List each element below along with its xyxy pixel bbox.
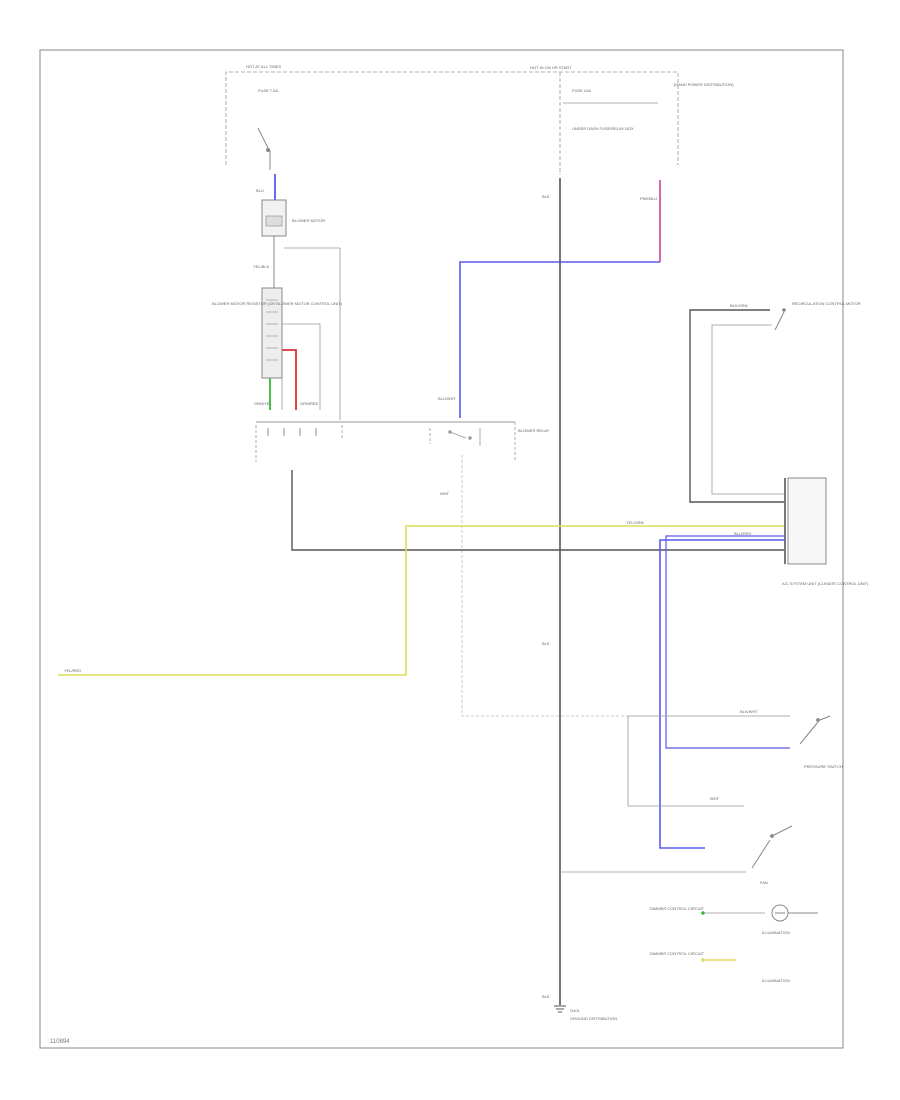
blu-wht-code: BLU/WHT <box>438 396 457 401</box>
ac-control-unit-label: A/C SYSTEM UNIT (CLIMATE CONTROL UNIT) <box>782 581 869 586</box>
illumination-1-label: ILLUMINATION <box>762 930 790 935</box>
recirc-switch-icon <box>774 308 786 331</box>
blk-grn-code: BLK/GRN <box>730 303 748 308</box>
pressure-switch-label: PRESSURE SWITCH <box>804 764 843 769</box>
wht-1-code: WHT <box>440 491 450 496</box>
fan-switch-icon <box>751 825 793 869</box>
wht-2-code: WHT <box>710 796 720 801</box>
recirc-wire-outer <box>689 309 785 503</box>
upper-right-fuse-label: FUSE 10A <box>572 88 591 93</box>
connector-dot-1 <box>701 911 705 915</box>
top-fuse-label: FUSE 7.5A <box>258 88 278 93</box>
yel-grn-code: YEL/GRN <box>626 520 644 525</box>
blower-relay-label: BLOWER RELAY <box>518 428 550 433</box>
blk-wht-code: BLK/WHT <box>740 709 758 714</box>
diagram-id: 110894 <box>50 1039 70 1045</box>
top-power-bus <box>225 71 679 175</box>
yel-wire <box>58 525 785 676</box>
grn-yel-code: GRN/YEL <box>254 401 272 406</box>
red-wire <box>282 349 297 410</box>
ac-control-unit <box>787 477 827 565</box>
blu-wire-ac-inner <box>665 535 790 749</box>
recirc-wire-inner <box>711 324 785 495</box>
relay-to-pressure-dashed <box>461 455 630 717</box>
fan-switch-label: FAN <box>760 880 768 885</box>
dimmer-1-label: DIMMER CONTROL CIRCUIT <box>650 906 705 911</box>
resistor-tap-wire <box>282 323 321 410</box>
blu-wire-relay-feed <box>459 261 660 418</box>
blower-resistor-label: BLOWER MOTOR RESISTOR (OR BLOWER MOTOR C… <box>212 301 343 306</box>
yel-red-code: YEL/RED <box>64 668 81 673</box>
blk-main-code: BLK <box>542 194 550 199</box>
illumination-2-label: ILLUMINATION <box>762 978 790 983</box>
pnk-blu-code: PNK/BLU <box>640 196 657 201</box>
blower-motor <box>261 199 287 237</box>
fan-stub-wire <box>627 716 744 807</box>
recirc-control-label: RECIRCULATION CONTROL MOTOR <box>792 301 861 306</box>
connector-dot-2 <box>701 958 705 962</box>
blower-relay <box>429 422 516 462</box>
fan-switch-contacts <box>267 428 317 436</box>
blk-wire-to-ac <box>291 470 785 551</box>
hot-in-on-or-start-label: HOT IN ON OR START <box>530 65 572 70</box>
blower-resistor <box>261 287 283 379</box>
blu-red-code: BLU/RED <box>734 531 751 536</box>
hot-at-all-times-label: HOT AT ALL TIMES <box>246 64 281 69</box>
illumination-bulb-icon <box>771 904 818 922</box>
fan-switch-connector <box>255 425 343 462</box>
blower-motor-label: BLOWER MOTOR <box>292 218 325 223</box>
pressure-switch-icon <box>799 715 831 745</box>
dimmer-2-label: DIMMER CONTROL CIRCUIT <box>650 951 705 956</box>
top-fuse-icon <box>257 127 271 170</box>
ground-note: GROUND DISTRIBUTION <box>570 1016 617 1021</box>
blk-bottom-code: BLK <box>542 994 550 999</box>
diagram-frame <box>39 49 844 1049</box>
dash-fuse-box-label: UNDER DASH FUSE/RELAY BOX <box>572 126 634 131</box>
ground-icon <box>554 1005 566 1013</box>
hand-power-label: (HAND POWER DISTRIBUTION) <box>674 82 734 87</box>
yel-blk-1-code: YEL/BLK <box>253 264 270 269</box>
ground-label: G401 <box>570 1008 581 1013</box>
grn-red-code: GRN/RED <box>300 401 319 406</box>
blu-wire-ac-outer <box>659 539 785 849</box>
blk-mid-code: BLK <box>542 641 550 646</box>
blu-top-code: BLU <box>256 188 264 193</box>
